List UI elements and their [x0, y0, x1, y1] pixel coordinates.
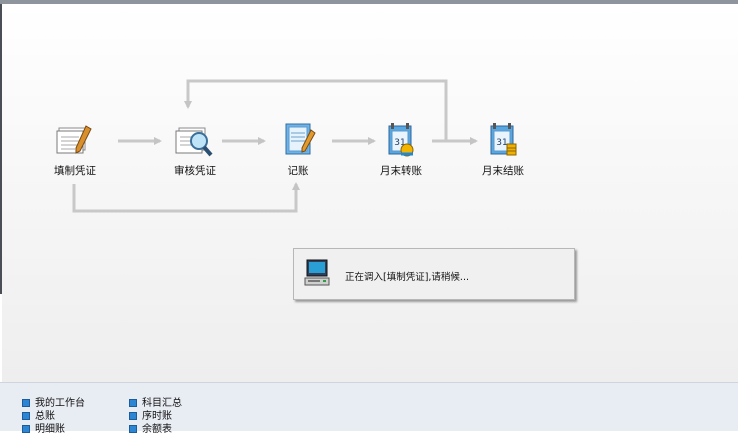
svg-text:31: 31	[394, 138, 405, 148]
bullet-icon	[129, 412, 137, 420]
posting-icon	[285, 123, 316, 155]
quick-links-panel: 我的工作台 总账 明细账 科目汇总 序时账 余额表	[0, 382, 738, 435]
link-balance-sheet[interactable]: 余额表	[129, 420, 172, 435]
month-end-close-icon: 31	[490, 123, 517, 156]
link-my-workbench[interactable]: 我的工作台	[22, 394, 85, 409]
arrow-entry-to-posting	[72, 182, 300, 213]
node-month-end-close[interactable]: 31 月末结账	[468, 120, 538, 178]
loading-dialog: 正在调入[填制凭证],请稍候...	[293, 248, 575, 300]
voucher-entry-icon	[56, 125, 92, 154]
top-border	[0, 0, 738, 4]
node-posting[interactable]: 记账	[263, 120, 333, 178]
link-chronological-ledger[interactable]: 序时账	[129, 407, 172, 422]
node-label: 审核凭证	[174, 165, 216, 177]
bullet-icon	[22, 399, 30, 407]
voucher-audit-icon	[175, 127, 213, 157]
computer-loading-icon	[304, 259, 330, 286]
node-label: 填制凭证	[54, 165, 96, 177]
node-voucher-entry[interactable]: 填制凭证	[40, 120, 110, 178]
bullet-icon	[22, 425, 30, 433]
bullet-icon	[129, 425, 137, 433]
bullet-icon	[22, 412, 30, 420]
node-label: 记账	[287, 165, 309, 177]
link-detail-ledger[interactable]: 明细账	[22, 420, 65, 435]
loading-message: 正在调入[填制凭证],请稍候...	[345, 272, 469, 283]
month-end-transfer-icon: 31	[388, 123, 414, 157]
arrow-transfer-to-audit	[184, 79, 448, 141]
link-general-ledger[interactable]: 总账	[22, 407, 55, 422]
svg-text:31: 31	[496, 138, 507, 148]
node-voucher-audit[interactable]: 审核凭证	[160, 120, 230, 178]
node-month-end-transfer[interactable]: 31 月末转账	[366, 120, 436, 178]
workflow-canvas: 填制凭证 审核凭证 记账 31	[2, 4, 738, 382]
bullet-icon	[129, 399, 137, 407]
link-account-summary[interactable]: 科目汇总	[129, 394, 182, 409]
node-label: 月末转账	[380, 165, 422, 177]
left-border	[0, 4, 2, 294]
flow-arrows	[72, 79, 478, 213]
node-label: 月末结账	[482, 165, 524, 177]
